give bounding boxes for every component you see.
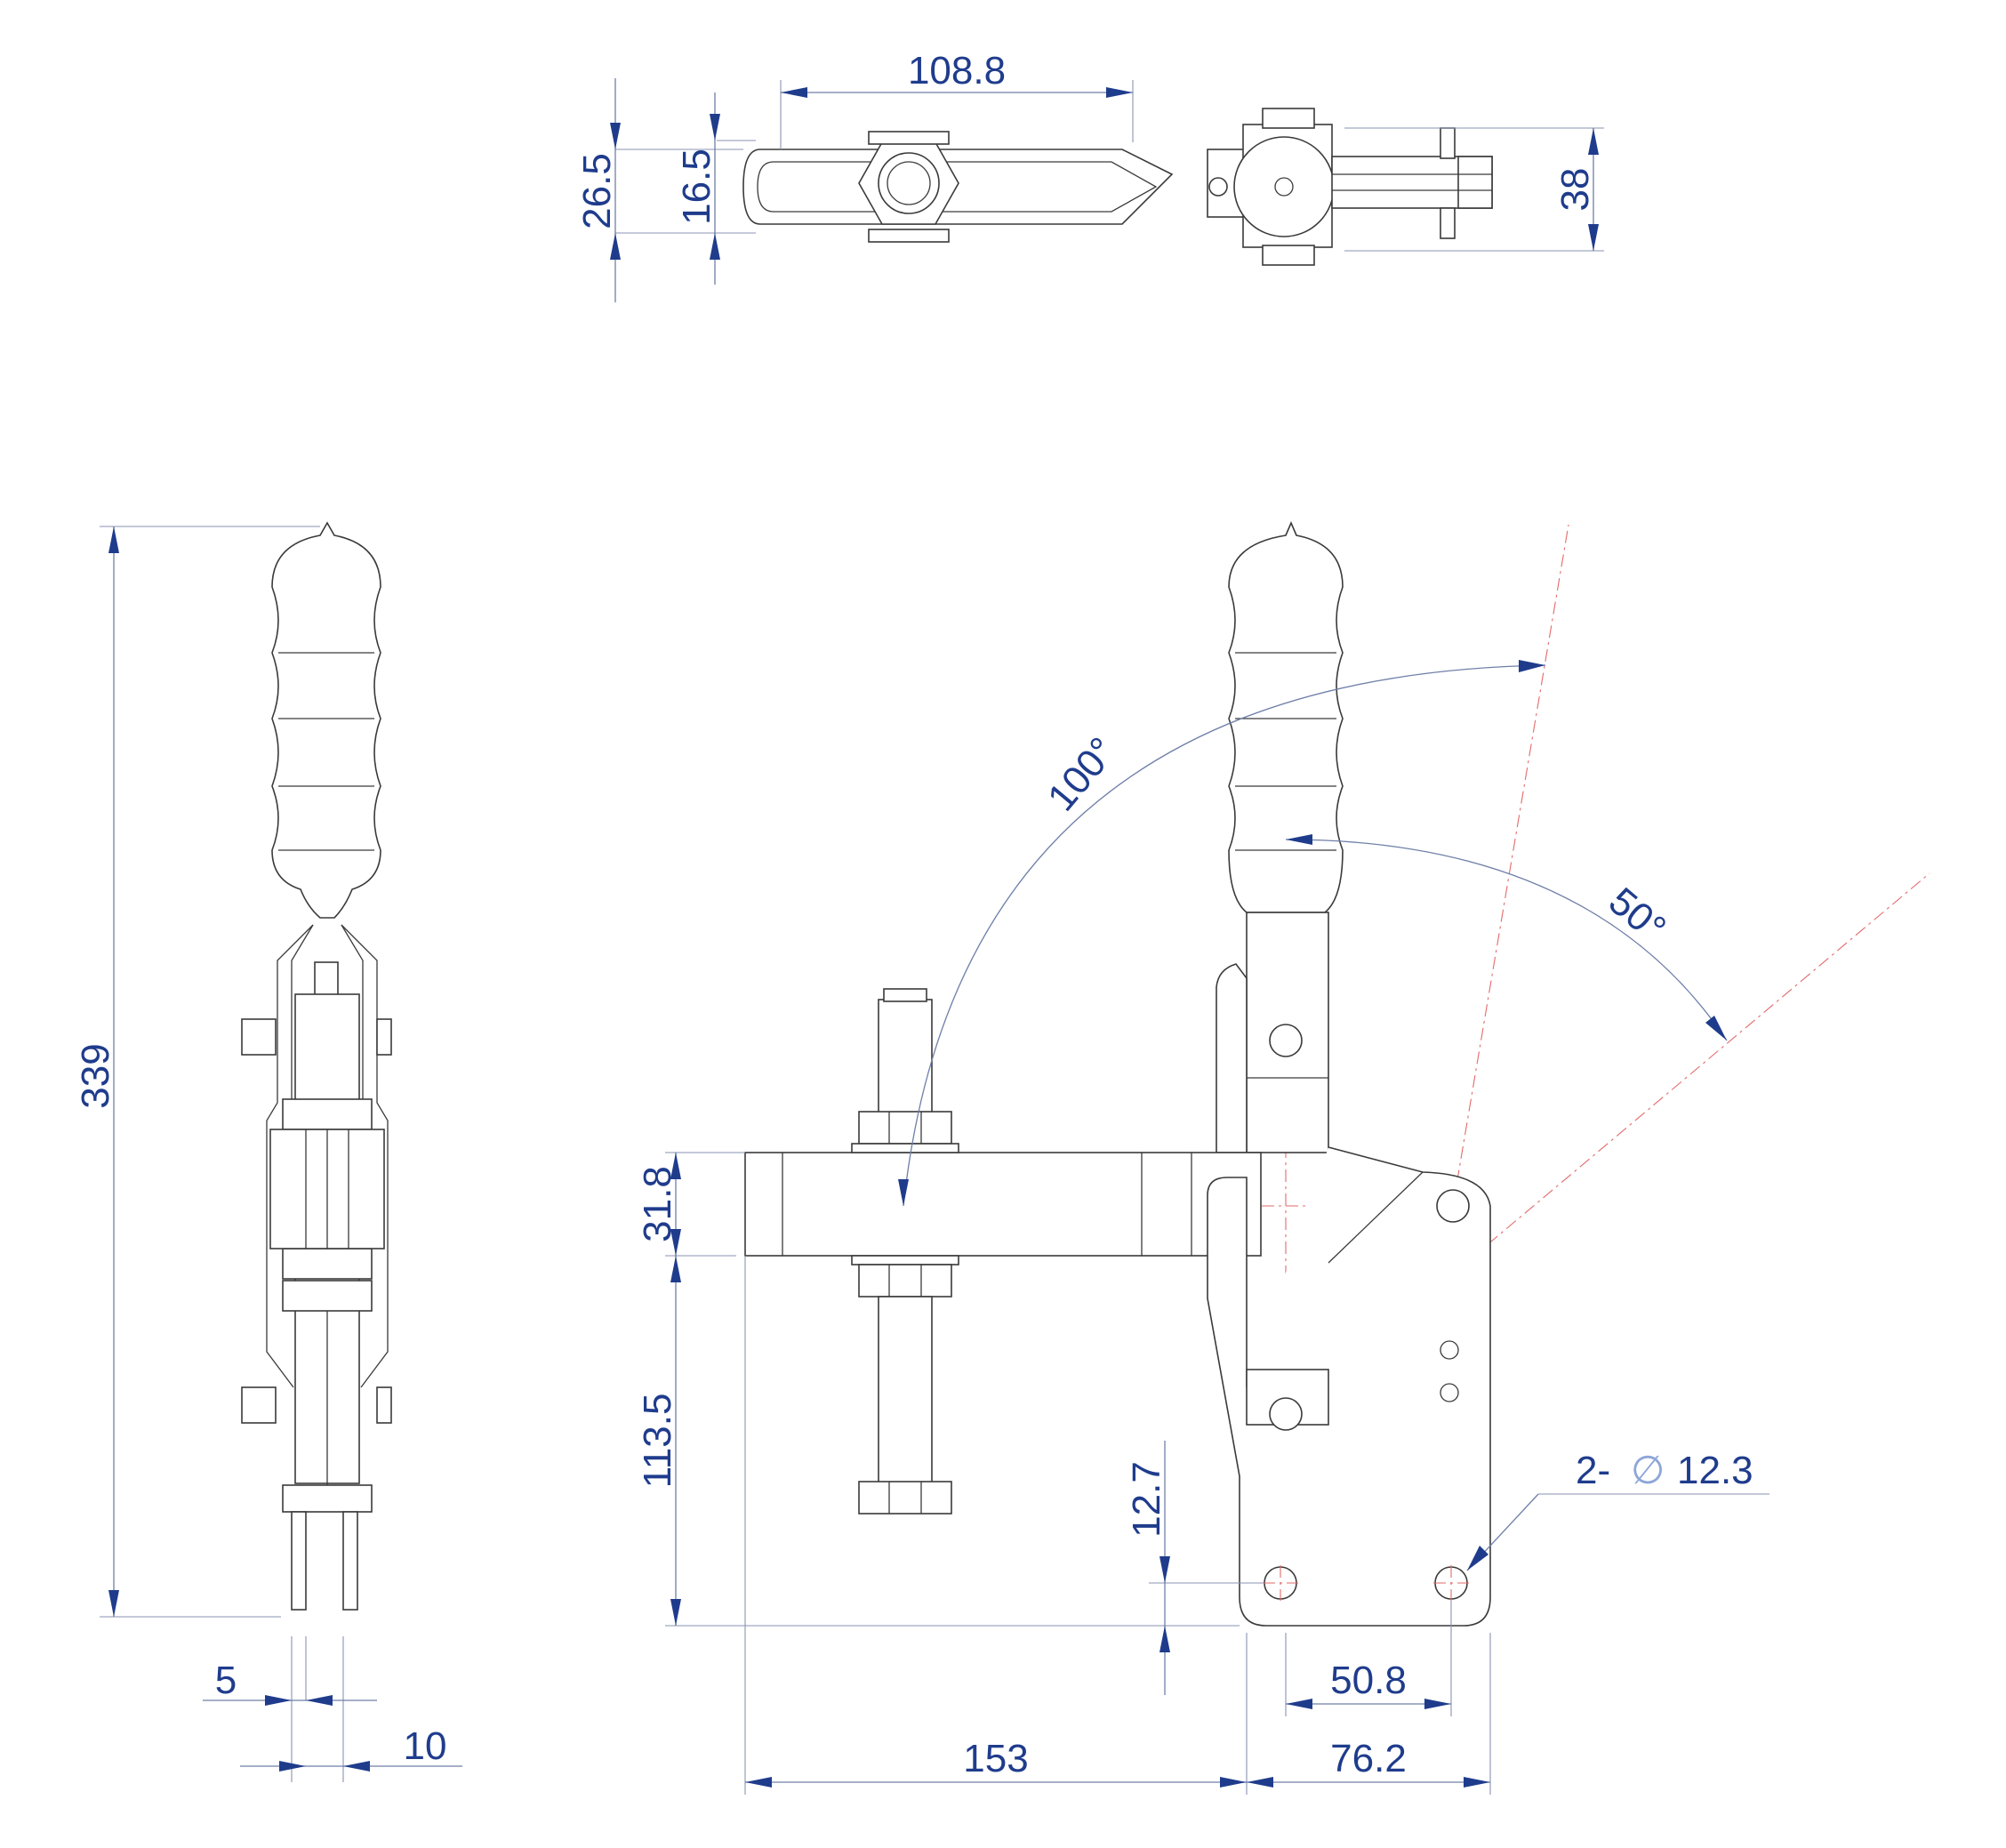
dim-top-length: 108.8 [908,49,1006,92]
dim-top-height-outer: 26.5 [575,153,619,229]
dim-pin-spacing: 10 [404,1724,447,1768]
diameter-symbol-icon: ∅ [1631,1448,1665,1493]
dim-hole-diameter: 12.3 [1677,1449,1753,1492]
dim-reach: 153 [963,1737,1028,1780]
dim-angle-handle: 50° [1601,880,1673,951]
dim-base-width: 76.2 [1330,1737,1407,1780]
dim-angle-open: 100° [1039,729,1125,819]
dim-bar-height: 31.8 [636,1166,679,1242]
dim-hole-spacing: 50.8 [1330,1659,1407,1702]
hole-note-prefix: 2- [1576,1449,1610,1492]
dim-top-height-inner: 16.5 [675,149,718,225]
dim-top-right-height: 38 [1553,168,1597,212]
dim-spindle-height: 113.5 [636,1394,679,1489]
dim-hole-offset: 12.7 [1125,1461,1168,1538]
side-view: 339 5 10 [74,521,462,1782]
dim-pin-width: 5 [215,1659,237,1702]
front-view: 100° 50° 31.8 113.5 12.7 2- ∅ 12.3 [636,520,1930,1795]
dim-overall-height: 339 [74,1043,117,1108]
top-view: 108.8 26.5 16.5 38 [575,49,1604,302]
